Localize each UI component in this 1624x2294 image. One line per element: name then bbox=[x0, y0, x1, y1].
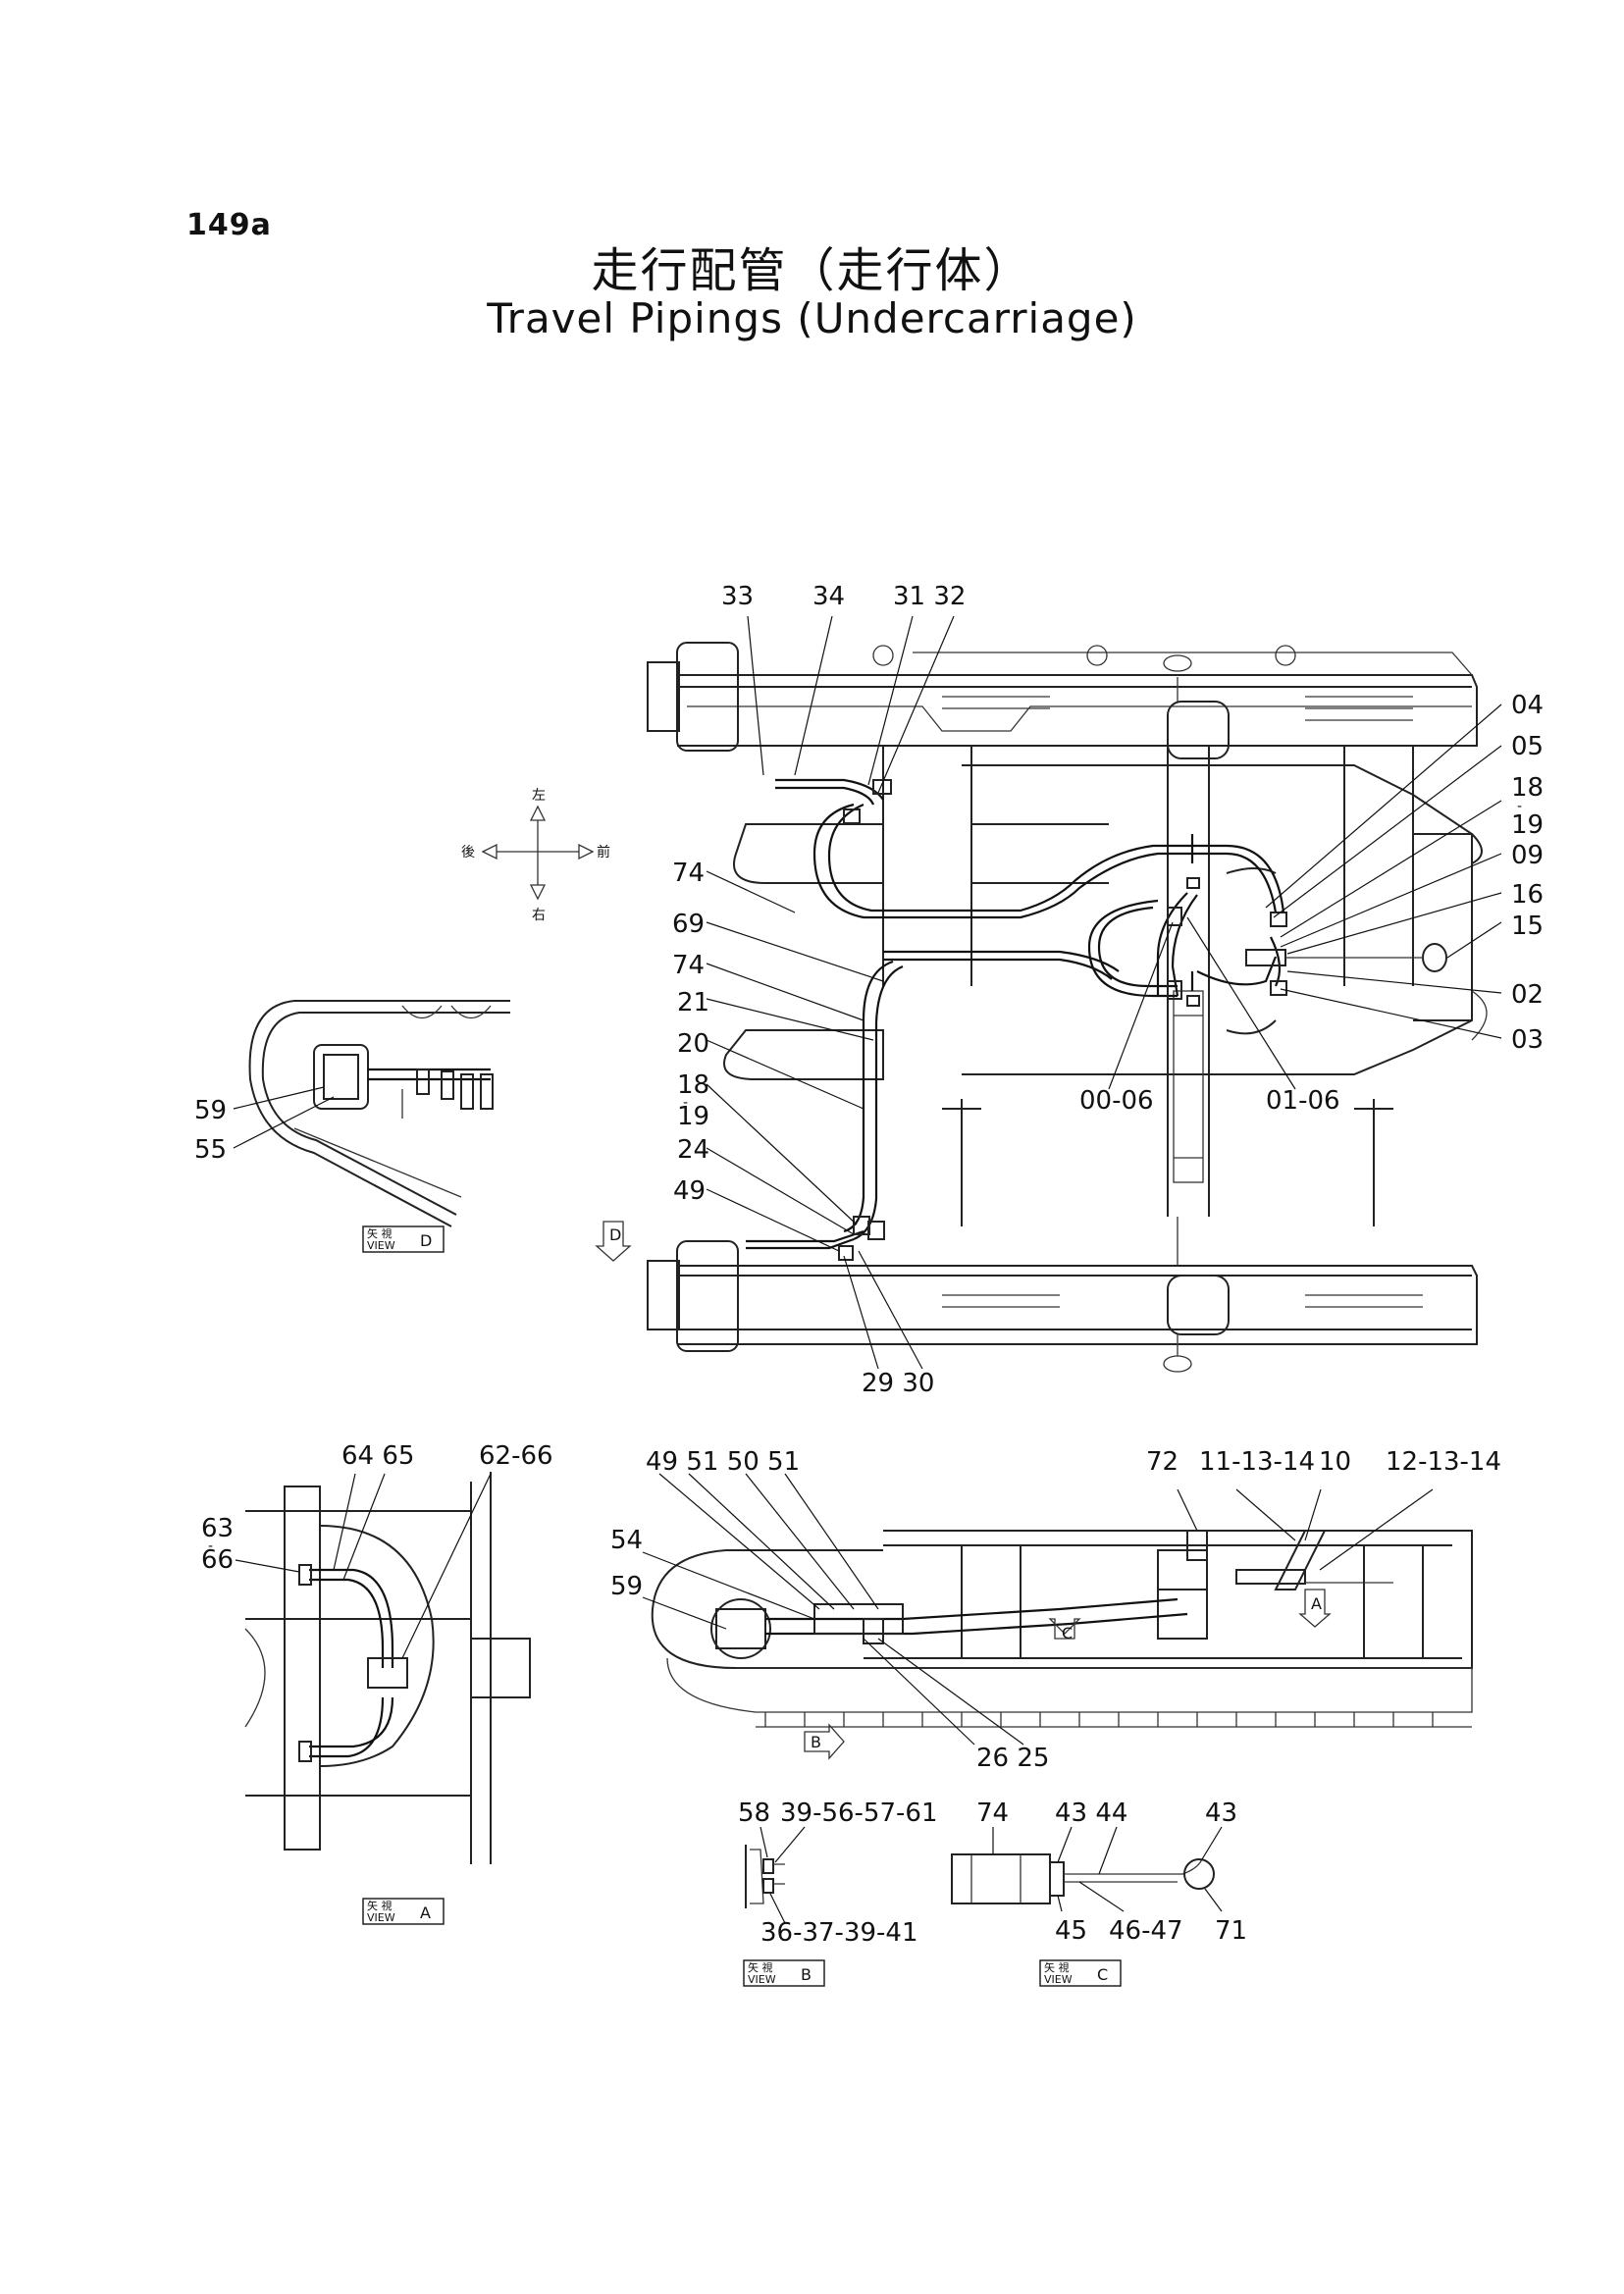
view-b-drawing: 58 39-56-57-61 36-37-39-41 矢 視 VIEW B bbox=[738, 1799, 937, 1987]
view-a-label-64-65: 64 65 bbox=[341, 1441, 414, 1471]
svg-text:VIEW: VIEW bbox=[367, 1239, 395, 1252]
view-a-label-63: 63 bbox=[201, 1514, 234, 1543]
label-09: 09 bbox=[1511, 841, 1544, 870]
view-b-label-58: 58 bbox=[738, 1799, 770, 1828]
view-c-label-43: 43 bbox=[1205, 1799, 1237, 1828]
svg-text:VIEW: VIEW bbox=[1044, 1973, 1073, 1986]
view-d-label-55: 55 bbox=[194, 1135, 227, 1165]
side-label-12-13-14: 12-13-14 bbox=[1386, 1447, 1501, 1477]
label-33: 33 bbox=[721, 582, 754, 611]
view-a-drawing: 64 65 62-66 63 - 66 矢 視 VIEW A bbox=[201, 1441, 553, 1925]
view-c-label-43-44: 43 44 bbox=[1055, 1799, 1127, 1828]
main-top-view: D bbox=[595, 615, 1502, 1373]
label-01-06: 01-06 bbox=[1266, 1086, 1340, 1116]
label-31-32: 31 32 bbox=[893, 582, 966, 611]
main-view-labels: 33 34 31 32 04 05 18 - 19 09 16 15 02 03… bbox=[672, 582, 1544, 1398]
view-a-label-62-66: 62-66 bbox=[479, 1441, 553, 1471]
side-view-drawing: C A B 49 51 50 51 54 59 72 11-13-14 10 1… bbox=[610, 1447, 1501, 1773]
view-c-caption: C bbox=[1097, 1965, 1108, 1984]
view-a-label-66: 66 bbox=[201, 1545, 234, 1575]
svg-text:VIEW: VIEW bbox=[367, 1911, 395, 1924]
view-c-label-45: 45 bbox=[1055, 1916, 1087, 1946]
svg-text:-: - bbox=[683, 1095, 688, 1111]
compass-rear: 後 bbox=[461, 845, 475, 860]
svg-text:矢 視: 矢 視 bbox=[367, 1899, 393, 1912]
view-d-drawing: 59 55 矢 視 VIEW D bbox=[194, 1000, 510, 1253]
view-d-label-59: 59 bbox=[194, 1096, 227, 1125]
label-04: 04 bbox=[1511, 691, 1544, 720]
side-label-54: 54 bbox=[610, 1526, 643, 1555]
view-b-label-39-56-57-61: 39-56-57-61 bbox=[780, 1799, 937, 1828]
side-label-72: 72 bbox=[1146, 1447, 1179, 1477]
label-18: 18 bbox=[1511, 773, 1544, 803]
label-49: 49 bbox=[673, 1176, 706, 1206]
view-c-label-74: 74 bbox=[976, 1799, 1009, 1828]
label-05: 05 bbox=[1511, 732, 1544, 761]
svg-text:矢 視: 矢 視 bbox=[367, 1226, 393, 1240]
title-japanese: 走行配管（走行体） bbox=[591, 243, 1033, 298]
view-c-drawing: 74 43 44 43 45 46-47 71 矢 視 VIEW C bbox=[951, 1799, 1247, 1987]
label-74-upper: 74 bbox=[672, 859, 705, 888]
label-34: 34 bbox=[812, 582, 845, 611]
label-24: 24 bbox=[677, 1135, 709, 1165]
side-label-59: 59 bbox=[610, 1572, 643, 1601]
side-label-49-51-50-51: 49 51 50 51 bbox=[646, 1447, 800, 1477]
label-18-lower: 18 bbox=[677, 1070, 709, 1100]
view-c-marker: C bbox=[1062, 1624, 1073, 1642]
svg-text:VIEW: VIEW bbox=[748, 1973, 776, 1986]
side-label-10: 10 bbox=[1319, 1447, 1351, 1477]
label-16: 16 bbox=[1511, 880, 1544, 910]
svg-text:-: - bbox=[1517, 799, 1522, 814]
view-c-label-71: 71 bbox=[1215, 1916, 1247, 1946]
view-a-caption: A bbox=[420, 1903, 431, 1922]
view-b-marker: B bbox=[811, 1733, 821, 1751]
view-b-label-36-37-39-41: 36-37-39-41 bbox=[760, 1918, 917, 1948]
label-29-30: 29 30 bbox=[862, 1369, 934, 1398]
label-74-lower: 74 bbox=[672, 951, 705, 980]
label-03: 03 bbox=[1511, 1025, 1544, 1055]
label-69: 69 bbox=[672, 910, 705, 939]
compass-left: 左 bbox=[532, 788, 546, 804]
view-b-caption: B bbox=[801, 1965, 812, 1984]
label-20: 20 bbox=[677, 1029, 709, 1059]
compass-right: 右 bbox=[532, 908, 546, 923]
label-21: 21 bbox=[677, 988, 709, 1017]
compass-rose: 左 右 後 前 bbox=[461, 788, 610, 923]
label-00-06: 00-06 bbox=[1079, 1086, 1154, 1116]
label-02: 02 bbox=[1511, 980, 1544, 1010]
side-label-26-25: 26 25 bbox=[976, 1744, 1049, 1773]
label-19: 19 bbox=[1511, 810, 1544, 840]
side-label-11-13-14: 11-13-14 bbox=[1199, 1447, 1315, 1477]
compass-front: 前 bbox=[597, 844, 610, 860]
svg-text:-: - bbox=[208, 1538, 213, 1554]
view-d-caption: D bbox=[420, 1231, 432, 1250]
label-15: 15 bbox=[1511, 912, 1544, 941]
view-a-marker: A bbox=[1311, 1594, 1322, 1613]
label-19-lower: 19 bbox=[677, 1102, 709, 1131]
svg-text:矢 視: 矢 視 bbox=[1044, 1960, 1070, 1974]
title-english: Travel Pipings (Undercarriage) bbox=[487, 294, 1137, 342]
svg-text:矢 視: 矢 視 bbox=[748, 1960, 773, 1974]
page-number: 149a bbox=[186, 208, 272, 242]
view-c-label-46-47: 46-47 bbox=[1109, 1916, 1183, 1946]
view-d-marker: D bbox=[609, 1225, 621, 1244]
